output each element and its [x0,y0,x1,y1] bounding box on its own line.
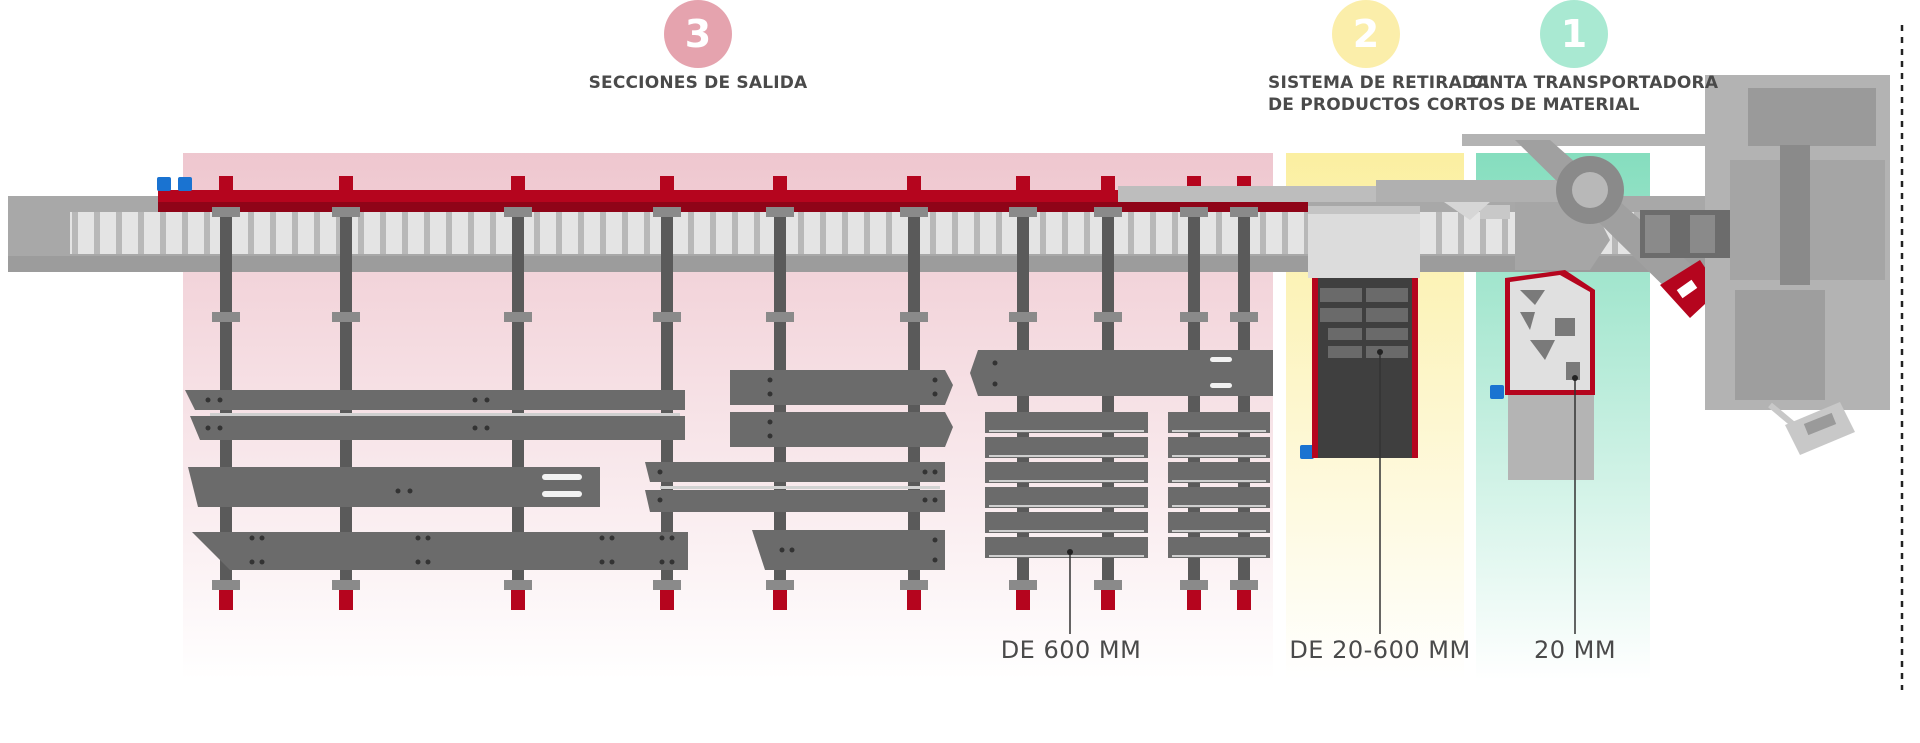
control-cabinet [1640,75,1890,455]
conveyor-roller [358,212,364,254]
section-2-label: SISTEMA DE RETIRADA DE PRODUCTOS CORTOS [1268,72,1506,116]
conveyor-roller [314,212,320,254]
sensor-block [157,177,171,191]
board [1168,437,1270,458]
conveyor-roller [600,212,606,254]
conveyor-roller [534,212,540,254]
conveyor-roller [1282,212,1288,254]
conveyor-roller [1502,212,1508,254]
conveyor-roller [160,212,166,254]
conveyor-roller [1062,212,1068,254]
conveyor-roller [952,212,958,254]
section-1-label-line: DE MATERIAL [1510,95,1640,115]
conveyor-roller [270,212,276,254]
conveyor-roller [556,212,562,254]
board [985,537,1148,558]
board [985,512,1148,533]
conveyor-roller [930,212,936,254]
conveyor-roller [182,212,188,254]
conveyor-roller [446,212,452,254]
profile-stack-left [185,390,688,570]
overhead-beams [1118,134,1720,220]
profile-wide [970,350,1273,396]
conveyor-roller [1128,212,1134,254]
conveyor-roller [974,212,980,254]
conveyor-roller [292,212,298,254]
section-3-label: SECCIONES DE SALIDA [560,72,836,94]
section-2-badge: 2 [1332,0,1400,68]
dimension-600mm: DE 600 MM [1000,636,1142,664]
conveyor-roller [380,212,386,254]
conveyor-roller [248,212,254,254]
board [985,412,1148,433]
board [985,462,1148,483]
conveyor-roller [490,212,496,254]
board-stack-600 [985,412,1270,558]
conveyor-roller [1304,212,1310,254]
board [1168,462,1270,483]
conveyor-roller [1260,212,1266,254]
conveyor-roller [864,212,870,254]
conveyor-roller [1216,212,1222,254]
conveyor-roller [138,212,144,254]
board [1168,512,1270,533]
dimension-20-600mm: DE 20-600 MM [1289,636,1471,664]
conveyor-roller [1084,212,1090,254]
conveyor-roller [754,212,760,254]
sensor-block [1490,385,1504,399]
conveyor-roller [732,212,738,254]
conveyor-roller [820,212,826,254]
conveyor-roller [1436,212,1442,254]
section-1-label: CINTA TRANSPORTADORA DE MATERIAL [1470,72,1719,116]
sensor-block [1300,445,1314,459]
conveyor-roller [798,212,804,254]
conveyor-roller [1458,212,1464,254]
board [1168,412,1270,433]
conveyor-roller [94,212,100,254]
section-2-label-line: SISTEMA DE RETIRADA [1268,73,1490,93]
board [1168,487,1270,508]
profile-stack-middle [645,370,953,570]
conveyor-roller [842,212,848,254]
section-1-badge: 1 [1540,0,1608,68]
leader-lines [1069,352,1576,634]
conveyor-roller [468,212,474,254]
conveyor-roller [116,212,122,254]
sensor-block [178,177,192,191]
conveyor-roller [644,212,650,254]
conveyor-roller [688,212,694,254]
board [1168,537,1270,558]
board [985,437,1148,458]
section-1-label-line: CINTA TRANSPORTADORA [1470,73,1719,93]
conveyor-roller [710,212,716,254]
conveyor-roller [578,212,584,254]
conveyor-roller [886,212,892,254]
dimension-20mm: 20 MM [1533,636,1617,664]
conveyor-roller [1150,212,1156,254]
conveyor-roller [1172,212,1178,254]
conveyor-roller [402,212,408,254]
conveyor-roller [1480,212,1486,254]
conveyor-roller [204,212,210,254]
conveyor-roller [336,212,342,254]
conveyor-roller [622,212,628,254]
section-3-label-line: SECCIONES DE SALIDA [588,73,808,93]
section-3-badge: 3 [664,0,732,68]
section-2-label-line: DE PRODUCTOS CORTOS [1268,95,1506,115]
short-product-removal-unit [1308,206,1420,458]
conveyor-roller [1040,212,1046,254]
conveyor-roller [72,212,78,254]
conveyor-roller [424,212,430,254]
board [985,487,1148,508]
conveyor-roller [996,212,1002,254]
